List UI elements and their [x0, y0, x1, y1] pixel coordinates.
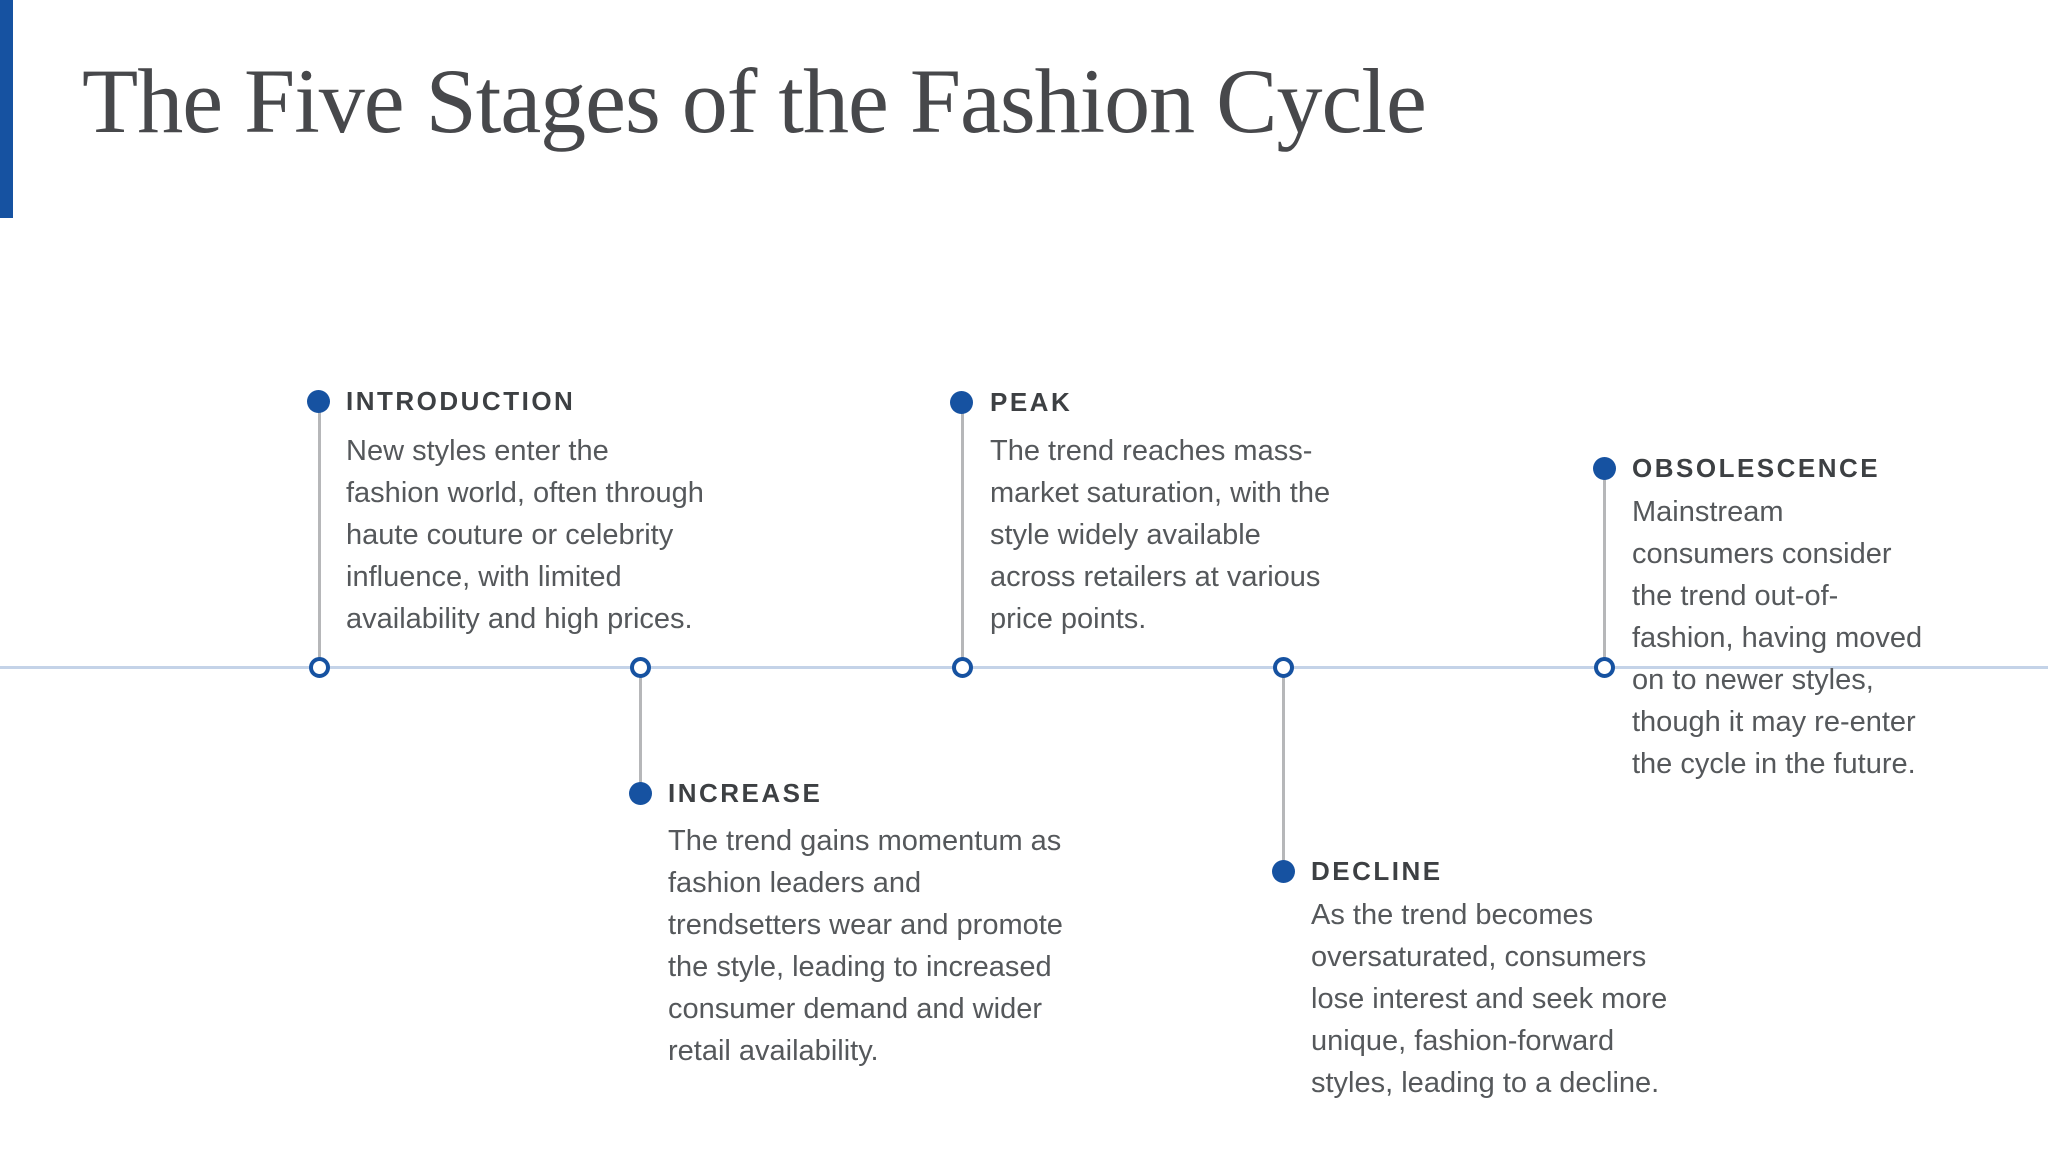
- timeline-node-circle: [309, 657, 330, 678]
- stage-description: The trend reaches mass- market saturatio…: [990, 435, 1331, 635]
- timeline-node-circle: [630, 657, 651, 678]
- stage-marker-dot: [629, 782, 652, 805]
- stage-connector-line: [318, 401, 321, 658]
- title-accent-bar: [0, 0, 13, 218]
- stage-description: As the trend becomes oversaturated, cons…: [1311, 899, 1668, 1099]
- stage-marker-dot: [307, 390, 330, 413]
- stage-marker-dot: [950, 391, 973, 414]
- stage-title: INCREASE: [668, 778, 823, 808]
- stage-description: New styles enter the fashion world, ofte…: [346, 435, 704, 635]
- stage-marker-dot: [1593, 457, 1616, 480]
- timeline-node-circle: [952, 657, 973, 678]
- stage-connector-line: [1603, 468, 1606, 658]
- timeline-node-circle: [1273, 657, 1294, 678]
- slide-title: The Five Stages of the Fashion Cycle: [82, 50, 1427, 152]
- stage-title: PEAK: [990, 387, 1073, 417]
- stage-connector-line: [1282, 668, 1285, 871]
- stage-description: The trend gains momentum as fashion lead…: [668, 825, 1063, 1067]
- stage-title: DECLINE: [1311, 856, 1443, 886]
- stage-connector-line: [961, 402, 964, 658]
- stage-description: Mainstream consumers consider the trend …: [1632, 496, 1923, 780]
- stage-connector-line: [639, 668, 642, 793]
- timeline-axis: [0, 666, 2048, 669]
- stage-title: INTRODUCTION: [346, 386, 576, 416]
- stage-title: OBSOLESCENCE: [1632, 453, 1881, 483]
- stage-marker-dot: [1272, 860, 1295, 883]
- timeline-node-circle: [1594, 657, 1615, 678]
